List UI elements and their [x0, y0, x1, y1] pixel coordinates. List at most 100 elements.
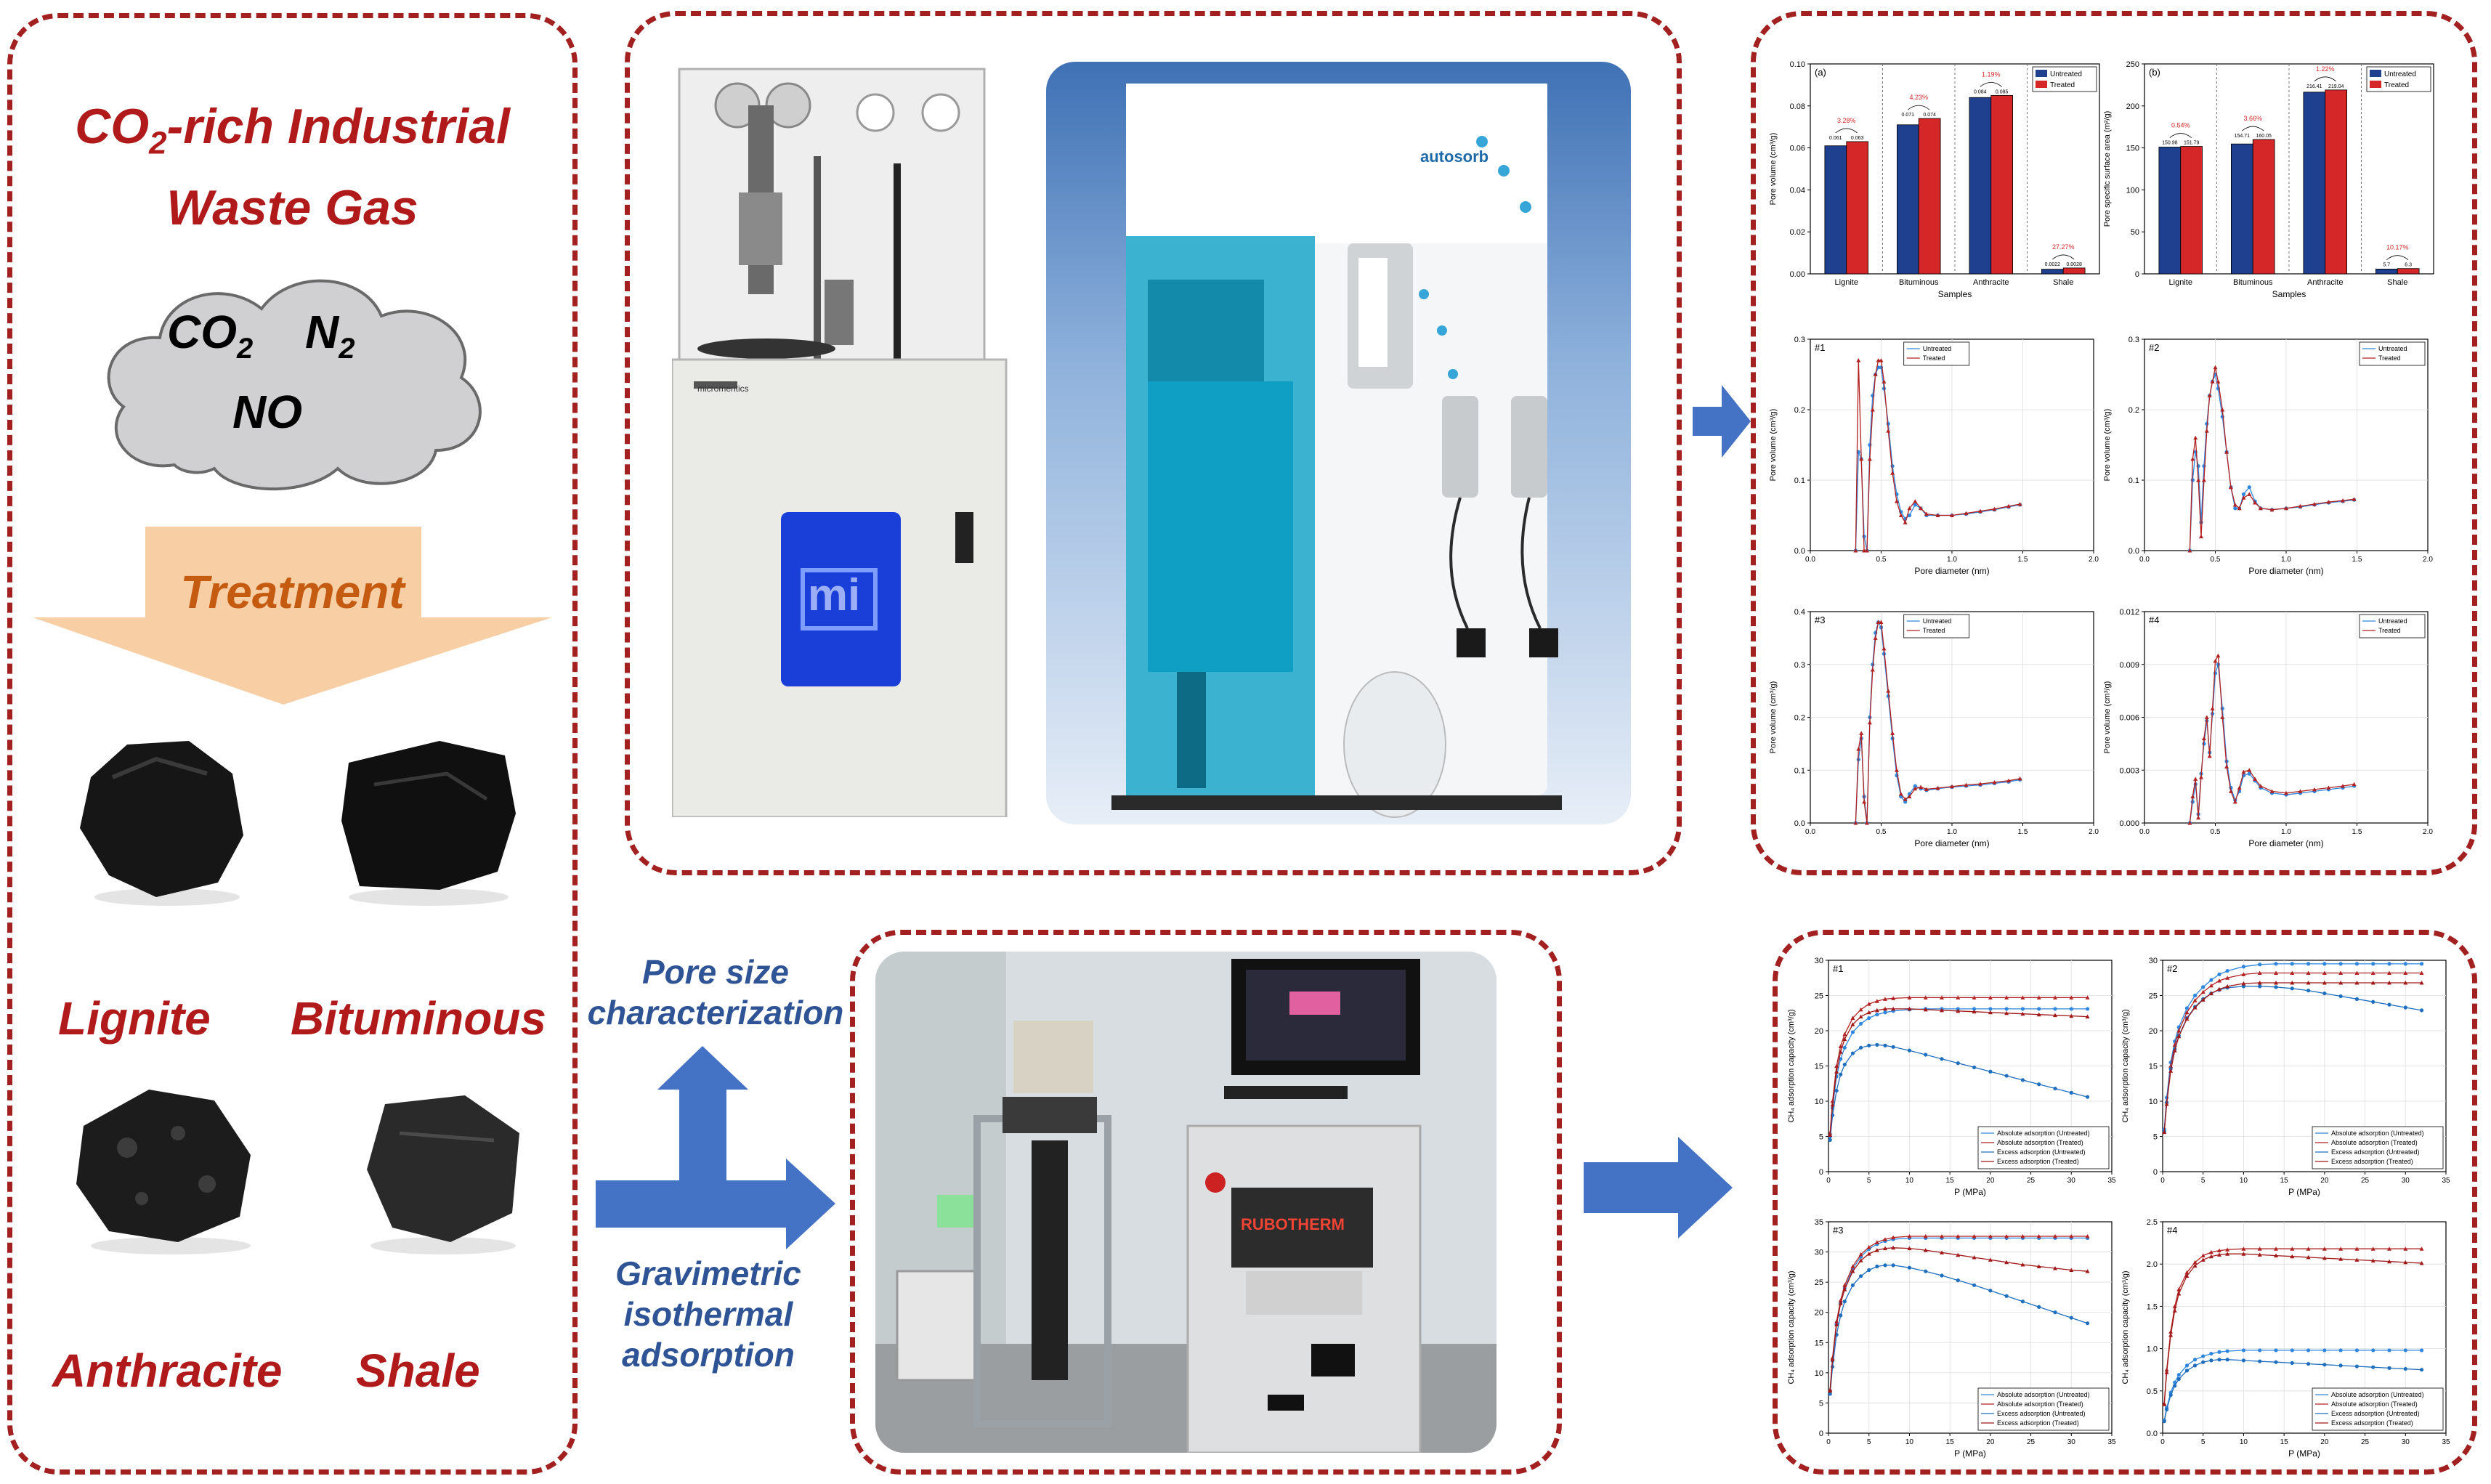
- data-point: [2274, 1348, 2278, 1353]
- y-tick-label: 0.0: [2129, 547, 2139, 556]
- y-tick-label: 0.0: [1794, 819, 1805, 828]
- data-point: [1894, 768, 1899, 772]
- x-tick-label: 2.0: [2423, 828, 2433, 836]
- panel-label: (b): [2149, 67, 2160, 78]
- x-tick-label: Bituminous: [1899, 278, 1939, 287]
- legend-label: Absolute adsorption (Untreated): [2331, 1130, 2424, 1137]
- data-point: [2225, 976, 2230, 980]
- data-point: [2241, 495, 2246, 500]
- data-point: [2224, 450, 2229, 454]
- data-point: [2232, 502, 2237, 507]
- x-tick-label: 20: [1986, 1438, 1995, 1446]
- data-point: [1956, 1061, 1960, 1066]
- x-tick-label: 1.0: [2281, 556, 2291, 564]
- data-point: [1956, 1278, 1960, 1283]
- data-point: [1940, 995, 1944, 1000]
- waste-gas-title: CO2-rich Industrial Waste Gas: [15, 94, 570, 240]
- data-point: [2213, 671, 2218, 676]
- data-point: [2209, 1351, 2213, 1356]
- data-point: [1913, 499, 1918, 503]
- legend-swatch-treated: [2370, 81, 2381, 88]
- data-point: [2403, 1260, 2408, 1265]
- panel-label: #3: [1833, 1225, 1843, 1236]
- data-point: [2338, 1246, 2344, 1251]
- data-point: [1898, 513, 1903, 517]
- data-point: [2274, 1360, 2278, 1364]
- data-point: [2162, 1130, 2167, 1135]
- data-point: [1972, 1009, 1977, 1014]
- data-point: [1842, 1287, 1847, 1292]
- gas-list: CO2 N2 NO: [87, 291, 494, 465]
- data-point: [1886, 689, 1891, 693]
- data-point: [1867, 1043, 1871, 1047]
- x-tick-label: 30: [2402, 1177, 2410, 1185]
- data-point: [2208, 1249, 2213, 1254]
- data-point: [2258, 1359, 2262, 1363]
- y-tick-label: 100: [2126, 186, 2139, 195]
- data-point: [1883, 1246, 1887, 1251]
- bar-treated: [2325, 89, 2348, 275]
- data-point: [1972, 995, 1977, 1000]
- data-point: [2306, 981, 2311, 985]
- data-point: [2053, 1310, 2057, 1315]
- data-point: [1913, 503, 1917, 507]
- data-point: [2257, 981, 2262, 985]
- data-point: [2036, 995, 2041, 1000]
- x-tick-label: 5: [1867, 1438, 1871, 1446]
- data-point: [2284, 790, 2288, 795]
- data-point: [1950, 784, 1954, 789]
- x-tick-label: 25: [2027, 1177, 2036, 1185]
- data-point: [2419, 962, 2424, 966]
- data-point: [1956, 1008, 1961, 1013]
- data-point: [1923, 1007, 1928, 1012]
- bar-value-label: 0.063: [1851, 136, 1864, 141]
- x-tick-label: 1.5: [2018, 828, 2028, 836]
- legend-label: Treated: [1923, 354, 1945, 362]
- y-tick-label: 0: [2153, 1168, 2158, 1177]
- change-arc: [2169, 133, 2192, 138]
- x-axis-label: Pore diameter (nm): [1914, 838, 1989, 848]
- data-point: [2208, 1254, 2213, 1259]
- data-point: [2192, 1363, 2198, 1368]
- x-tick-label: 0.0: [1805, 556, 1815, 564]
- data-point: [1866, 1010, 1871, 1015]
- data-point: [1850, 1030, 1855, 1034]
- bar-untreated: [2303, 92, 2326, 275]
- data-point: [1972, 1255, 1977, 1260]
- x-tick-label: 0.0: [2139, 828, 2150, 836]
- data-point: [2419, 981, 2424, 985]
- data-point: [2290, 1348, 2294, 1353]
- bar-treated: [1918, 118, 1941, 275]
- data-point: [1875, 1042, 1879, 1047]
- data-point: [2419, 1348, 2424, 1353]
- data-point: [2184, 1369, 2190, 1373]
- data-point: [2354, 1257, 2360, 1262]
- data-point: [2184, 1273, 2190, 1278]
- x-tick-label: 35: [2442, 1438, 2450, 1446]
- data-point: [2225, 1247, 2230, 1252]
- data-point: [1924, 1053, 1928, 1057]
- y-tick-label: 0.4: [1794, 608, 1805, 617]
- x-axis-label: Pore diameter (nm): [2248, 838, 2323, 848]
- bar-value-label: 219.04: [2328, 84, 2344, 89]
- y-tick-label: 50: [2131, 228, 2139, 237]
- bar-treated: [2397, 268, 2420, 275]
- data-point: [2387, 1002, 2391, 1007]
- data-point: [1867, 720, 1872, 725]
- data-point: [1850, 1051, 1855, 1055]
- y-tick-label: 35: [1815, 1218, 1823, 1227]
- x-tick-label: 15: [2280, 1438, 2289, 1446]
- data-point: [2354, 970, 2360, 975]
- data-point: [1838, 1301, 1843, 1305]
- y-tick-label: 0.3: [2129, 336, 2139, 344]
- y-tick-label: 1.0: [2147, 1345, 2158, 1354]
- x-tick-label: 20: [2320, 1177, 2329, 1185]
- data-point: [1850, 1022, 1855, 1026]
- panel-label: #1: [1815, 342, 1825, 353]
- data-point: [2241, 1252, 2246, 1256]
- x-tick-label: 10: [2240, 1438, 2248, 1446]
- arrow-to-isotherm-charts: [1584, 1137, 1733, 1238]
- y-axis-label: CH₄ adsorption capacity (cm³/g): [2121, 1009, 2130, 1122]
